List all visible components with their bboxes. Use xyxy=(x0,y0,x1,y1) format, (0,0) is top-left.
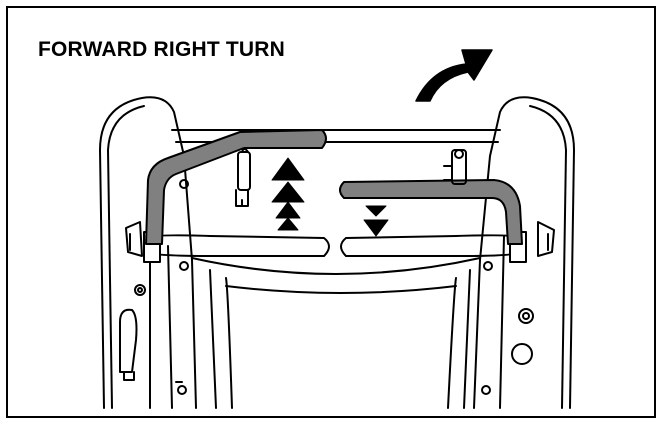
diagram-title: FORWARD RIGHT TURN xyxy=(38,38,286,61)
park-brake-latch xyxy=(235,148,251,207)
left-control-lever xyxy=(145,129,327,245)
seat-latch xyxy=(443,149,467,185)
diagram-frame: FORWARD RIGHT TURN xyxy=(6,6,656,418)
right-control-lever xyxy=(339,179,523,245)
neutral-lever-outline xyxy=(147,234,521,257)
double-arrow-down-icon xyxy=(363,205,389,237)
seat-frame xyxy=(177,179,493,409)
curved-arrow-right-icon xyxy=(415,49,493,102)
triple-arrow-up-icon xyxy=(271,157,305,231)
right-fender xyxy=(473,96,575,409)
left-fender xyxy=(99,96,197,409)
